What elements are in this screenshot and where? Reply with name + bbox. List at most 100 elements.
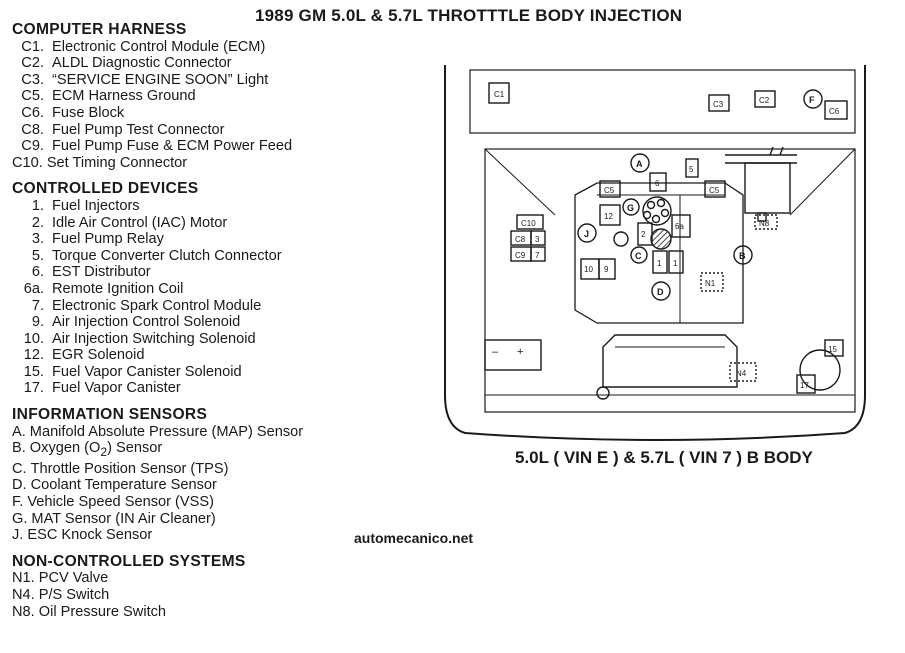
legend-item: 7.Electronic Spark Control Module — [12, 298, 357, 315]
legend-code: C8. — [21, 121, 44, 138]
legend-item: C10.Set Timing Connector — [12, 155, 357, 172]
legend-label: ECM Harness Ground — [52, 88, 196, 105]
three-box — [530, 230, 546, 246]
legend-item: A.Manifold Absolute Pressure (MAP) Senso… — [12, 424, 357, 441]
c6-label: C6 — [829, 107, 840, 116]
fifteen-label: 15 — [828, 345, 837, 354]
d-label: D — [657, 287, 664, 297]
distributor-post — [646, 200, 656, 210]
oxygen-label-after: ) Sensor — [107, 440, 163, 457]
air-cleaner-line — [779, 146, 784, 156]
legend-label: Throttle Position Sensor (TPS) — [30, 460, 229, 477]
legend-code: 5. — [31, 247, 44, 264]
fifteen-box — [824, 339, 844, 357]
g-circle — [622, 198, 640, 216]
legend-code: 3. — [31, 231, 44, 248]
one-right-label: 1 — [673, 259, 678, 268]
legend-label: Fuel Pump Test Connector — [52, 121, 225, 138]
legend-item: C6.Fuse Block — [12, 105, 357, 122]
engine-bay-panel — [484, 148, 856, 413]
legend-label: Torque Converter Clutch Connector — [52, 247, 282, 264]
c5-right-label: C5 — [709, 186, 720, 195]
legend-item: F.Vehicle Speed Sensor (VSS) — [12, 494, 357, 511]
nine-label: 9 — [604, 265, 609, 274]
c10-label: C10 — [521, 219, 536, 228]
c-label: C — [635, 251, 642, 261]
seventeen-label: 17 — [800, 381, 809, 390]
c5-left-label: C5 — [604, 186, 615, 195]
five-top-label: 5 — [689, 165, 694, 174]
two-label: 2 — [641, 230, 646, 239]
seventeen-box — [796, 374, 816, 394]
legend-label: MAT Sensor (IN Air Cleaner) — [31, 510, 216, 527]
legend-item: N1.PCV Valve — [12, 570, 357, 587]
c10-box — [516, 214, 544, 230]
legend-label: Set Timing Connector — [46, 154, 188, 171]
c3-label: C3 — [713, 100, 724, 109]
legend-item: 12.EGR Solenoid — [12, 347, 357, 364]
information-sensors-heading: INFORMATION SENSORS — [12, 406, 208, 424]
vehicle-body-outline — [444, 65, 866, 441]
legend-label: Electronic Spark Control Module — [52, 297, 262, 314]
legend-code: C9. — [21, 138, 44, 155]
legend-label: Fuel Pump Fuse & ECM Power Feed — [52, 138, 293, 155]
engine-block — [574, 182, 744, 324]
legend-item: G.MAT Sensor (IN Air Cleaner) — [12, 511, 357, 528]
c8-label: C8 — [515, 235, 526, 244]
one-left-label: 1 — [657, 259, 662, 268]
distributor-post — [651, 214, 661, 224]
legend-code: A. — [12, 423, 26, 440]
f-label: F — [809, 95, 815, 105]
legend-label: Electronic Control Module (ECM) — [52, 38, 266, 55]
six-box — [649, 172, 667, 192]
legend-label: Air Injection Control Solenoid — [52, 314, 241, 331]
legend-label: EGR Solenoid — [52, 347, 145, 364]
air-cleaner-body — [744, 162, 791, 214]
legend-item: 3.Fuel Pump Relay — [12, 231, 357, 248]
legend-item: C5.ECM Harness Ground — [12, 88, 357, 105]
twelve-label: 12 — [604, 212, 613, 221]
distributor-post — [660, 208, 670, 218]
legend-code: C3. — [21, 71, 44, 88]
j-label: J — [584, 229, 589, 239]
legend-item: C1.Electronic Control Module (ECM) — [12, 39, 357, 56]
twelve-box — [599, 204, 621, 226]
legend-item: 6.EST Distributor — [12, 264, 357, 281]
battery-plus-label: + — [517, 346, 523, 358]
legend-label: PCV Valve — [38, 570, 109, 587]
legend-code: N4. — [12, 586, 35, 603]
legend-code: 2. — [31, 214, 44, 231]
five-top-box — [685, 158, 699, 178]
c2-label: C2 — [759, 96, 770, 105]
legend-label: Vehicle Speed Sensor (VSS) — [27, 493, 214, 510]
legend-code: 9. — [31, 314, 44, 331]
legend-code: C. — [12, 460, 27, 477]
legend-label: Oil Pressure Switch — [38, 603, 167, 620]
f-circle — [803, 89, 823, 109]
j-circle — [577, 223, 597, 243]
distributor-post — [656, 198, 666, 208]
knock-sensor-small — [613, 231, 629, 247]
c-circle — [630, 246, 648, 264]
website-credit[interactable]: automecanico.net — [354, 530, 474, 546]
inner-fender-line — [484, 148, 556, 216]
six-label: 6 — [655, 179, 660, 188]
legend-item: 5. Torque Converter Clutch Connector — [12, 248, 357, 265]
legend-code: N1. — [12, 570, 35, 587]
body-variant-subtitle: 5.0L ( VIN E ) & 5.7L ( VIN 7 ) B BODY — [515, 448, 813, 467]
one-left-box — [652, 250, 668, 274]
legend-item: 6a.Remote Ignition Coil — [12, 281, 357, 298]
oil-pressure-switch-stem — [757, 212, 767, 222]
legend-item: D.Coolant Temperature Sensor — [12, 477, 357, 494]
legend-code: G. — [12, 510, 28, 527]
b-circle — [733, 245, 753, 265]
oxygen-label-subscript: 2 — [100, 445, 108, 460]
n8-box — [754, 214, 778, 230]
legend: COMPUTER HARNESS C1.Electronic Control M… — [12, 21, 357, 620]
seven-box — [530, 246, 546, 262]
legend-item: 17.Fuel Vapor Canister — [12, 380, 357, 397]
page-title: 1989 GM 5.0L & 5.7L THROTTTLE BODY INJEC… — [255, 6, 683, 25]
c1-box — [488, 82, 510, 104]
c3-box — [708, 94, 730, 112]
n8-label: N8 — [759, 219, 770, 228]
